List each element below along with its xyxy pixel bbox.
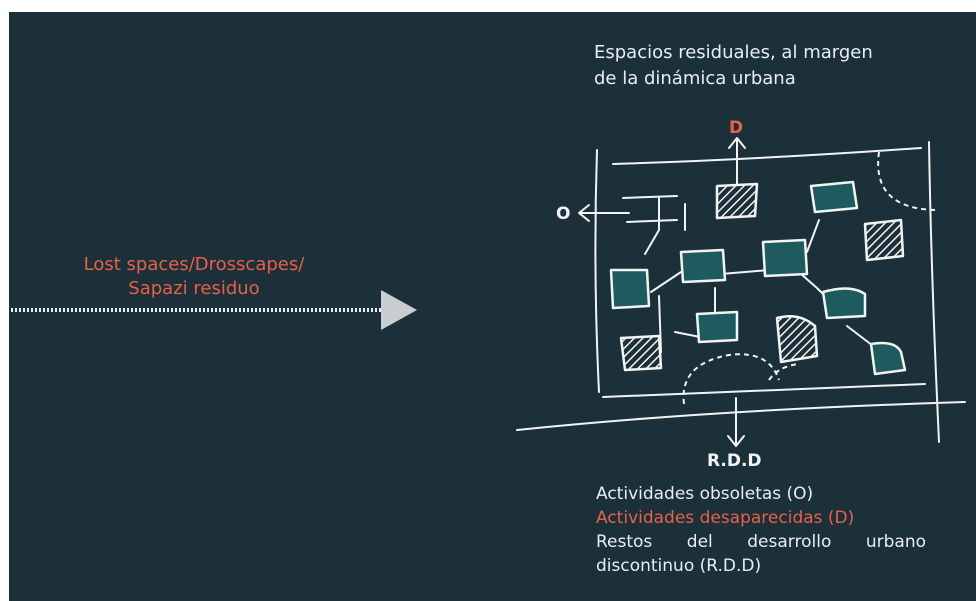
teal-block (761, 238, 809, 278)
dashed-curves (682, 151, 940, 405)
teal-block (679, 248, 727, 284)
legend-rdd-line1: Restos del desarrollo urbano (596, 532, 926, 552)
arrows (578, 137, 746, 447)
arrow-label-d: D (729, 118, 743, 138)
urban-diagram: D O R.D.D (11, 118, 966, 471)
caption-line2: de la dinámica urbana (594, 68, 796, 89)
arrow-label-rdd: R.D.D (707, 451, 762, 471)
legend-rdd-line2: discontinuo (R.D.D) (596, 556, 762, 576)
teal-block (809, 180, 859, 214)
lost-spaces-label-line2: Sapazi residuo (128, 278, 260, 299)
obsolete-scribble (622, 195, 686, 255)
teal-blocks (609, 180, 907, 376)
hatched-block (863, 218, 905, 262)
teal-block (821, 287, 867, 320)
connectors (650, 219, 882, 353)
down-arrow-icon (727, 397, 745, 447)
caption-line1: Espacios residuales, al margen (594, 42, 873, 63)
legend: Actividades obsoletas (O) Actividades de… (596, 482, 926, 578)
hatched-blocks (619, 182, 905, 372)
arrow-label-o: O (556, 204, 570, 224)
lost-spaces-label-line1: Lost spaces/Drosscapes/ (83, 254, 305, 275)
play-arrow-icon (381, 290, 417, 330)
slide: Lost spaces/Drosscapes/ Sapazi residuo E… (9, 12, 976, 601)
frame-lines (516, 141, 966, 443)
up-arrow-icon (728, 137, 746, 185)
hatched-block (775, 315, 819, 364)
legend-obsoletas: Actividades obsoletas (O) (596, 484, 814, 504)
teal-block (869, 341, 907, 376)
teal-block (695, 310, 739, 344)
hatched-block (619, 334, 663, 372)
teal-block (609, 268, 651, 310)
hatched-block (715, 182, 759, 220)
left-arrow-icon (578, 204, 630, 222)
residual-spaces-caption: Espacios residuales, al margen de la din… (594, 40, 954, 92)
legend-desaparecidas: Actividades desaparecidas (D) (596, 508, 855, 528)
lost-spaces-label: Lost spaces/Drosscapes/ Sapazi residuo (44, 253, 344, 301)
